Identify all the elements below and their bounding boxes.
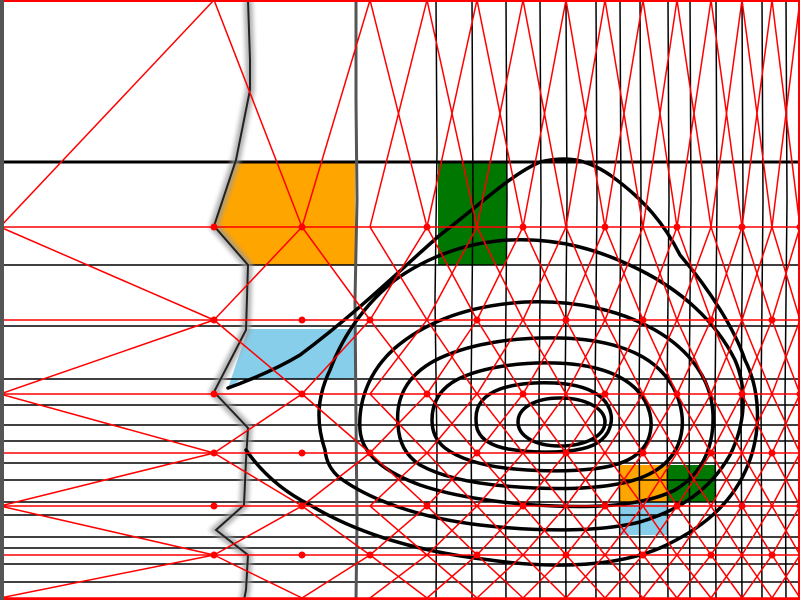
mesh-node	[562, 316, 570, 324]
mesh-node	[473, 551, 481, 559]
contour-5	[430, 361, 653, 473]
mesh-node	[366, 551, 374, 559]
mesh-zigzag	[642, 0, 678, 599]
mesh-diagonal	[301, 554, 371, 599]
mesh-zigzag	[368, 0, 429, 599]
mesh-diagonal	[213, 452, 303, 507]
mesh-zigzag	[522, 0, 568, 599]
mesh-node	[210, 449, 218, 457]
contour-6	[474, 381, 614, 454]
mesh-node	[298, 551, 306, 559]
mesh-node	[707, 449, 715, 457]
mesh-node	[673, 223, 681, 231]
mesh-diagonal	[213, 319, 303, 395]
mesh-zigzag	[475, 0, 525, 599]
mesh-node	[210, 502, 218, 510]
mesh-diagonal	[213, 393, 303, 454]
contour-3	[358, 299, 715, 509]
mesh-node	[562, 551, 570, 559]
mesh-diagonal	[301, 505, 371, 556]
mesh-node	[639, 551, 647, 559]
mesh-node	[673, 502, 681, 510]
vgrid-line	[760, 0, 764, 600]
mesh-node	[768, 316, 776, 324]
mesh-node	[423, 223, 431, 231]
mesh-diagonal	[301, 393, 371, 454]
mesh-node	[562, 449, 570, 457]
vgrid-line	[564, 0, 568, 600]
vgrid-line	[666, 0, 670, 600]
mesh-node	[673, 390, 681, 398]
vgrid-line	[784, 0, 788, 600]
mesh-diagonal	[301, 226, 371, 321]
mesh-diagonal	[301, 452, 371, 507]
mesh-node	[738, 502, 746, 510]
mesh-diagonal	[213, 226, 303, 321]
mesh-node	[707, 551, 715, 559]
mesh-zigzag	[604, 0, 644, 599]
mesh-node	[738, 390, 746, 398]
mesh-node	[298, 390, 306, 398]
mesh-diagonal	[0, 505, 215, 556]
contour-4	[395, 336, 685, 491]
mesh-diagonal	[0, 226, 215, 321]
mesh-zigzag	[676, 0, 712, 599]
vgrid-line	[434, 0, 438, 600]
vgrid-line	[740, 0, 744, 600]
mesh-diagonal	[301, 0, 371, 228]
mesh-diagonal	[0, 0, 215, 228]
contour-inner	[516, 396, 607, 448]
mesh-node	[366, 316, 374, 324]
mesh-node	[601, 502, 609, 510]
mesh-node	[601, 390, 609, 398]
mesh-node	[738, 223, 746, 231]
mesh-node	[519, 390, 527, 398]
contour-2	[317, 238, 745, 532]
mesh-node	[519, 502, 527, 510]
mesh-zigzag	[425, 0, 479, 599]
mesh-diagonal	[0, 393, 215, 454]
mesh-node	[210, 390, 218, 398]
mesh-node	[601, 223, 609, 231]
mesh-diagonal	[213, 0, 303, 228]
mesh-node	[366, 449, 374, 457]
mesh-node	[210, 551, 218, 559]
mesh-node	[707, 316, 715, 324]
mesh-diagonal	[213, 505, 303, 556]
mesh-node	[768, 551, 776, 559]
mesh-zigzag	[741, 0, 773, 599]
mesh-zigzag	[565, 0, 606, 599]
mesh-zigzag	[710, 0, 743, 599]
mesh-diagonal	[301, 319, 371, 395]
mesh-node	[298, 502, 306, 510]
mesh-node	[473, 316, 481, 324]
mesh-zigzag	[771, 0, 800, 599]
mesh-node	[639, 449, 647, 457]
mesh-node	[423, 390, 431, 398]
mesh-node	[298, 449, 306, 457]
mesh-diagonal	[0, 452, 215, 507]
mesh-node	[210, 223, 218, 231]
mesh-node	[298, 316, 306, 324]
vgrid-line	[504, 0, 508, 600]
mesh-node	[210, 316, 218, 324]
mesh-diagonal	[0, 554, 215, 599]
mesh-node	[639, 316, 647, 324]
mesh-node	[423, 502, 431, 510]
mesh-node	[298, 223, 306, 231]
orange-patch-left	[213, 163, 355, 265]
mesh-diagonal	[213, 554, 303, 599]
mesh-node	[519, 223, 527, 231]
vgrid-line	[618, 0, 622, 600]
mesh-node	[473, 449, 481, 457]
mesh-diagonal	[0, 319, 215, 395]
mesh-node	[768, 449, 776, 457]
